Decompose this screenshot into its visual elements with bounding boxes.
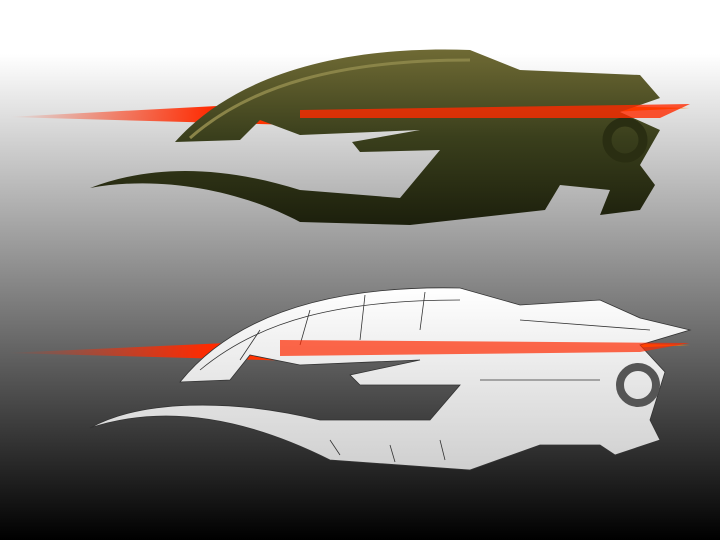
laser-core xyxy=(300,104,690,118)
trigger-ring-wire xyxy=(616,363,660,407)
laser-core-wire xyxy=(280,340,690,356)
weapon-body-wireframe xyxy=(89,287,692,471)
wireframe-weapon xyxy=(5,287,692,471)
upper-arc-highlight xyxy=(189,58,471,140)
trigger-ring xyxy=(602,117,648,163)
weapon-body-textured xyxy=(90,49,660,225)
wireframe-edges xyxy=(199,291,651,463)
textured-weapon xyxy=(8,49,690,225)
